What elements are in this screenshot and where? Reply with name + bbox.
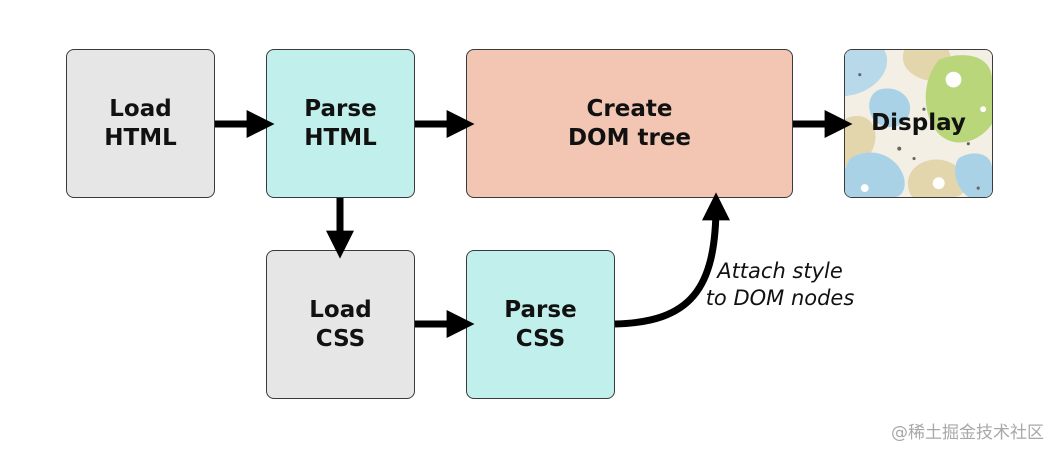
parse-css-label: Parse CSS — [504, 296, 577, 352]
create-dom-tree-node: Create DOM tree — [466, 49, 793, 198]
create-dom-tree-label: Create DOM tree — [567, 95, 692, 151]
load-html-node: Load HTML — [66, 49, 215, 198]
display-node: Display — [844, 49, 993, 198]
parse-html-label: Parse HTML — [304, 95, 377, 151]
watermark: @稀土掘金技术社区 — [891, 423, 1044, 443]
load-css-node: Load CSS — [266, 250, 415, 399]
attach-style-label: Attach style to DOM nodes — [705, 259, 855, 310]
parse-css-node: Parse CSS — [466, 250, 615, 399]
load-css-label: Load CSS — [309, 296, 372, 352]
display-decorative-pattern — [845, 50, 992, 197]
display-label: Display — [871, 110, 966, 136]
parse-html-node: Parse HTML — [266, 49, 415, 198]
load-html-label: Load HTML — [104, 95, 177, 151]
